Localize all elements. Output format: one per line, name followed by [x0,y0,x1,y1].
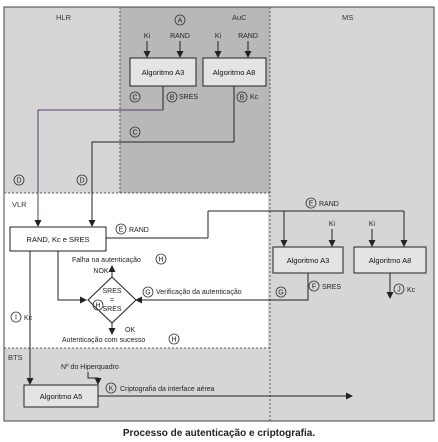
i-kc-label: Kc [24,315,33,322]
circle-c-mid [129,126,141,138]
auc-algoritmo-a8-box [202,57,267,87]
auc-algoritmo-a3-text: Algoritmo A3 [142,68,185,77]
circle-h-falha [155,253,167,265]
circle-d-right-letter: D [79,178,84,185]
circle-e-vlr [115,223,127,235]
circle-a [174,14,186,26]
circle-i [10,311,22,323]
ms-region [268,193,434,421]
e-rand-label-vlr: RAND [129,227,149,234]
ms-algoritmo-a8-text: Algoritmo A8 [369,256,412,265]
auc-a3-rand-label: RAND [170,33,190,40]
circle-h-diamond-letter: H [95,303,100,310]
circle-i-letter: I [15,315,17,322]
e-rand-label-ms: RAND [319,201,339,208]
auc-region [120,7,270,193]
circle-j [393,283,405,295]
auc-a3-ki-label: Ki [144,33,151,40]
circle-a-letter: A [178,18,183,25]
ms-label: MS [342,13,353,22]
criptografia-label: Criptografia da interface aérea [120,386,215,393]
sres-to-vlr-line [34,109,163,227]
circle-d-left [13,174,25,186]
decision-line2: = [110,297,114,304]
falha-label: Falha na autenticação [72,257,141,264]
figure-caption: Processo de autenticação e criptografia. [122,428,316,439]
authentication-diagram: HLR AuC MS VLR BTS A Ki RAND Ki RAND Alg… [3,6,435,422]
outer-border [3,6,435,422]
decision-line3: SRES [102,306,121,313]
vlr-label: VLR [12,200,27,209]
circle-g-ms [275,286,287,298]
j-kc-label: Kc [407,287,416,294]
circle-c-top-letter: C [132,95,137,102]
ms-a3-ki-label: Ki [329,221,336,228]
vlr-sres-to-decision [57,251,87,304]
circle-j-letter: J [397,287,401,294]
circle-e-ms-letter: E [309,201,314,208]
circle-b-sres [166,91,178,103]
circle-g-verif-letter: G [145,290,150,297]
kc-to-vlr-line [88,141,234,227]
auc-a8-rand-label: RAND [238,33,258,40]
auc-label: AuC [232,13,247,22]
circle-h-falha-letter: H [158,257,163,264]
circle-h-diamond [92,299,104,311]
circle-d-right [76,174,88,186]
sres-to-decision-line [135,273,309,304]
circle-e-ms [305,197,317,209]
verificacao-label: Verificação da autenticação [156,289,242,296]
hiperquadro-arrow [87,372,102,385]
algoritmo-a5-text: Algoritmo A5 [40,392,83,401]
circle-k [105,382,117,394]
circle-c-mid-letter: C [132,130,137,137]
ms-algoritmo-a3-text: Algoritmo A3 [287,256,330,265]
circle-b-kc-letter: B [240,95,245,102]
circle-b-sres-letter: B [170,95,175,102]
circle-g-ms-letter: G [278,290,283,297]
f-sres-label: SRES [322,284,341,291]
ok-label: OK [125,327,135,334]
circle-e-vlr-letter: E [119,227,124,234]
hiperquadro-label: Nº do Hiperquadro [61,364,119,371]
auc-a8-ki-label: Ki [215,33,222,40]
circle-h-sucesso [168,333,180,345]
hlr-label: HLR [56,13,72,22]
b-kc-label: Kc [250,94,259,101]
decision-line1: SRES [102,288,121,295]
circle-k-letter: K [109,386,114,393]
circle-f [308,280,320,292]
circle-h-sucesso-letter: H [171,337,176,344]
circle-f-letter: F [312,284,316,291]
circle-c-top [129,91,141,103]
auc-algoritmo-a8-text: Algoritmo A8 [213,68,256,77]
circle-b-kc [236,91,248,103]
b-sres-label: SRES [179,94,198,101]
nok-label: NOK [93,268,109,275]
ms-algoritmo-a8-box [353,246,427,274]
circle-d-left-letter: D [16,178,21,185]
autenticacao-sucesso-label: Autenticação com sucesso [62,337,145,344]
circle-g-verif [142,286,154,298]
rand-kc-sres-text: RAND, Kc e SRES [27,235,90,244]
bts-label: BTS [8,353,23,362]
ms-a8-ki-label: Ki [369,221,376,228]
rand-kc-sres-box [9,226,107,252]
